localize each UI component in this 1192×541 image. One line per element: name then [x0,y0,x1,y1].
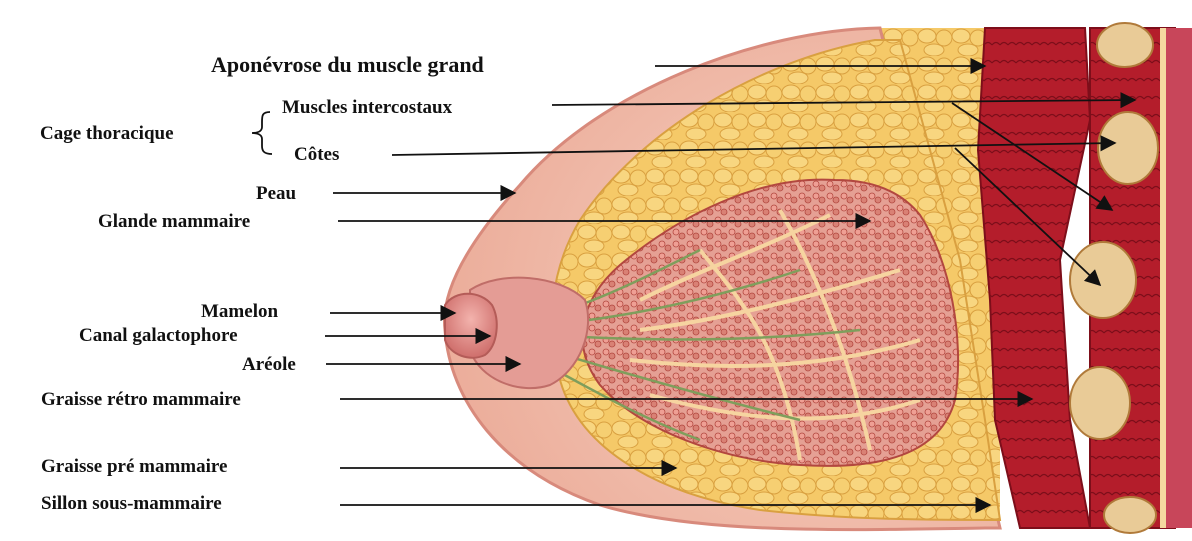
label-sillon: Sillon sous-mammaire [41,494,222,513]
rib-4 [1070,367,1130,439]
label-cotes: Côtes [294,145,339,164]
label-areole: Aréole [242,355,296,374]
label-mamelon: Mamelon [201,302,278,321]
label-glande-mammaire: Glande mammaire [98,212,250,231]
rib-5 [1104,497,1156,533]
rib-3 [1070,242,1136,318]
label-graisse-pre: Graisse pré mammaire [41,457,227,476]
label-graisse-retro: Graisse rétro mammaire [41,390,241,409]
rib-1 [1097,23,1153,67]
label-aponevrose: Aponévrose du muscle grand [211,54,484,76]
label-canal-galactophore: Canal galactophore [79,326,238,345]
nipple [445,294,497,358]
cage-bracket [252,112,272,154]
label-muscles-intercostaux: Muscles intercostaux [282,98,452,117]
label-cage-thoracique: Cage thoracique [40,124,174,143]
label-peau: Peau [256,184,296,203]
rib-2 [1098,112,1158,184]
